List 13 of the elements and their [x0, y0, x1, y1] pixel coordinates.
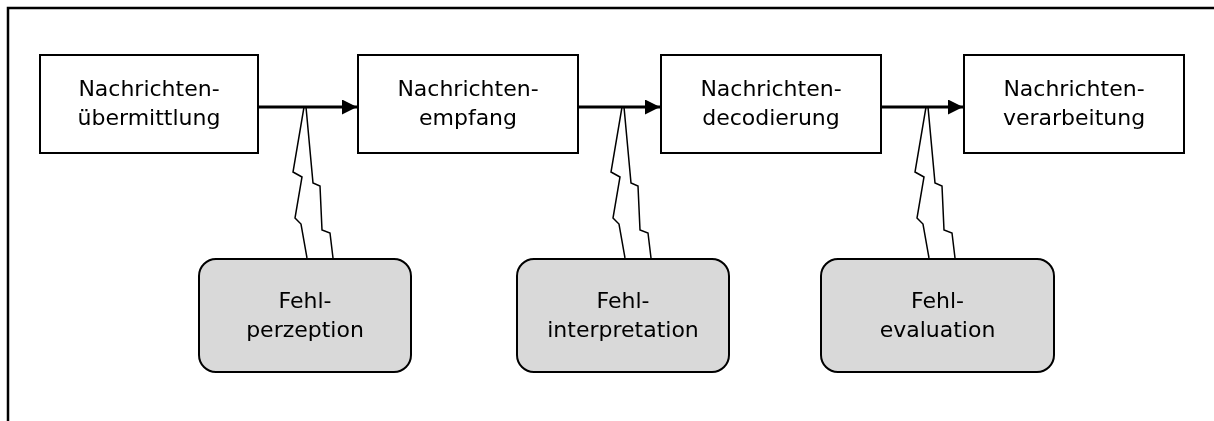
process-box: Nachrichten- übermittlung [39, 54, 259, 154]
process-box: Nachrichten- decodierung [660, 54, 882, 154]
arrow [579, 99, 660, 115]
error-box: Fehl- evaluation [820, 258, 1055, 373]
arrow [882, 99, 963, 115]
lightning-bolt [292, 106, 334, 259]
process-box: Nachrichten- empfang [357, 54, 579, 154]
lightning-bolt [914, 106, 956, 259]
process-box: Nachrichten- verarbeitung [963, 54, 1185, 154]
error-box: Fehl- interpretation [516, 258, 730, 373]
error-box: Fehl- perzeption [198, 258, 412, 373]
lightning-bolt [610, 106, 652, 259]
arrow [259, 99, 357, 115]
